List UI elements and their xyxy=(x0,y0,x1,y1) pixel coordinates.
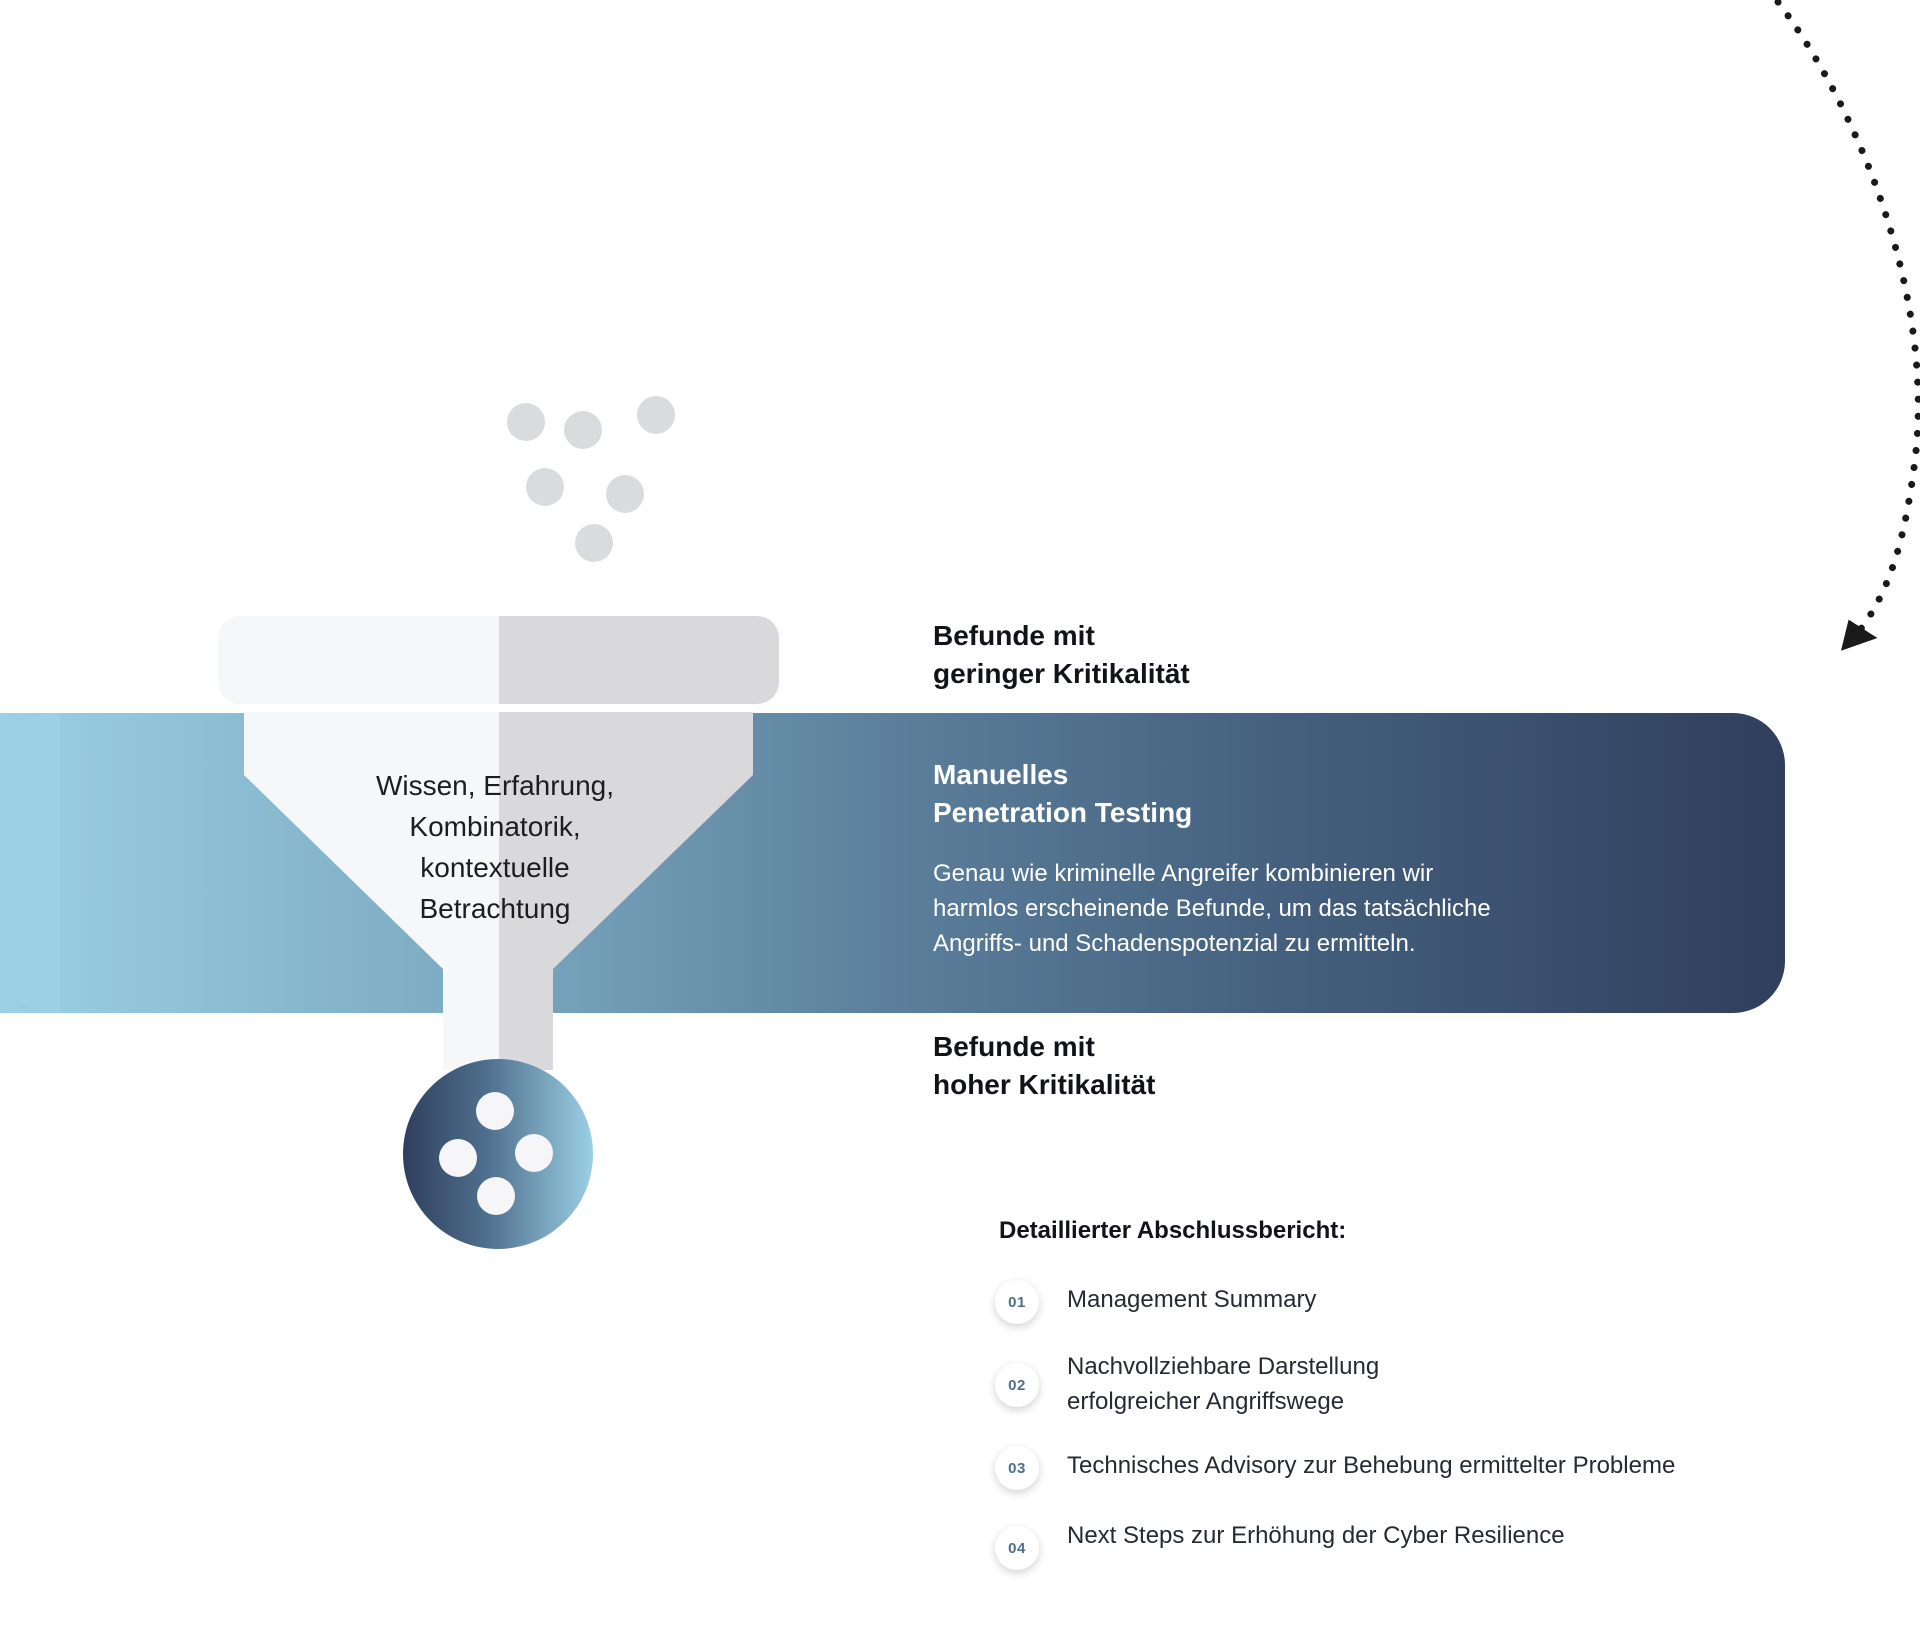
output-heading-line: hoher Kritikalität xyxy=(933,1069,1156,1100)
item-number-badge: 04 xyxy=(995,1526,1039,1570)
output-particle xyxy=(439,1139,477,1177)
funnel-label-line: Kombinatorik, xyxy=(409,811,581,842)
band-description-line: Genau wie kriminelle Angreifer kombinier… xyxy=(933,860,1434,887)
report-title: Detaillierter Abschlussbericht: xyxy=(999,1217,1347,1244)
band-description-line: harmlos erscheinende Befunde, um das tat… xyxy=(933,895,1491,922)
band-heading-line: Penetration Testing xyxy=(933,797,1193,828)
item-number-badge: 02 xyxy=(995,1363,1039,1407)
funnel-label-line: kontextuelle xyxy=(420,852,570,883)
band-heading-line: Manuelles xyxy=(933,759,1069,790)
item-number-badge: 03 xyxy=(995,1446,1039,1490)
output-particle xyxy=(477,1177,515,1215)
funnel-label-line: Wissen, Erfahrung, xyxy=(375,770,615,801)
input-particle xyxy=(526,468,564,506)
input-particle xyxy=(564,411,602,449)
output-particle xyxy=(476,1092,514,1130)
item-label-line: Management Summary xyxy=(1067,1286,1317,1313)
band-description-line: Angriffs- und Schadenspotenzial zu ermit… xyxy=(933,930,1416,957)
funnel-label-line: Betrachtung xyxy=(419,893,571,924)
input-particle xyxy=(637,396,675,434)
input-particle xyxy=(606,475,644,513)
item-label-line: Technisches Advisory zur Behebung ermitt… xyxy=(1067,1452,1676,1479)
item-label: Nachvollziehbare Darstellung erfolgreich… xyxy=(1067,1349,1379,1419)
item-label: Next Steps zur Erhöhung der Cyber Resili… xyxy=(1067,1518,1565,1553)
item-label-line: erfolgreicher Angriffswege xyxy=(1067,1388,1345,1415)
item-number-badge: 01 xyxy=(995,1280,1039,1324)
output-heading-line: Befunde mit xyxy=(933,1031,1095,1062)
item-label-line: Nachvollziehbare Darstellung xyxy=(1067,1353,1380,1380)
item-label: Technisches Advisory zur Behebung ermitt… xyxy=(1067,1448,1675,1483)
input-particle xyxy=(575,524,613,562)
output-heading: Befunde mit hoher Kritikalität xyxy=(933,1028,1155,1104)
output-ball xyxy=(403,1059,593,1249)
band-description: Genau wie kriminelle Angreifer kombinier… xyxy=(933,856,1553,961)
input-heading-line: Befunde mit xyxy=(933,620,1095,651)
input-heading-line: geringer Kritikalität xyxy=(933,658,1190,689)
input-particle xyxy=(507,403,545,441)
output-particle xyxy=(515,1134,553,1172)
item-label-line: Next Steps zur Erhöhung der Cyber Resili… xyxy=(1067,1522,1565,1549)
input-heading: Befunde mit geringer Kritikalität xyxy=(933,617,1190,693)
band-heading: Manuelles Penetration Testing xyxy=(933,756,1192,832)
item-label: Management Summary xyxy=(1067,1282,1316,1317)
funnel-label: Wissen, Erfahrung, Kombinatorik, kontext… xyxy=(345,765,645,929)
